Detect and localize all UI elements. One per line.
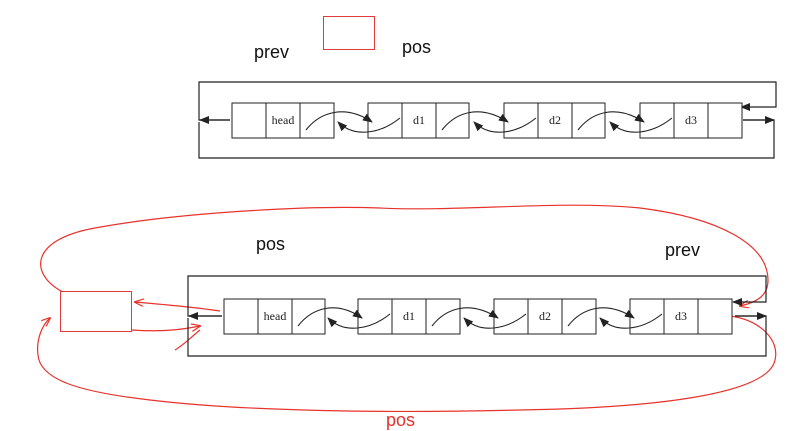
top-pos-label: pos [402, 37, 432, 57]
bottom-node-d3-label: d3 [675, 309, 687, 323]
bottom-red-loop-curve [40, 204, 769, 306]
bottom-new-node-box [60, 291, 132, 332]
bottom-red-arrow-head-to-new [135, 302, 221, 312]
top-node-head-label: head [272, 113, 295, 127]
bottom-node-d1-label: d1 [403, 309, 415, 323]
top-node-d1-label: d1 [413, 113, 425, 127]
top-new-node-box [323, 16, 375, 50]
bottom-red-arrow-new-to-head [131, 326, 200, 331]
bottom-node-d3 [629, 298, 733, 335]
bottom-pos-label: pos [256, 234, 286, 254]
bottom-node-head-label: head [264, 309, 287, 323]
bottom-circular-frame [187, 275, 767, 357]
top-circular-frame [198, 81, 777, 159]
bottom-red-pos-label: pos [386, 410, 416, 430]
top-node-d3 [639, 102, 743, 139]
bottom-prev-label: prev [665, 240, 701, 260]
bottom-node-d1 [357, 298, 461, 335]
top-node-head [231, 102, 335, 139]
bottom-link-arrows [297, 307, 663, 329]
bottom-node-d2 [493, 298, 597, 335]
bottom-red-return-curve [37, 315, 777, 413]
top-node-d3-label: d3 [685, 113, 697, 127]
top-node-d2-label: d2 [549, 113, 561, 127]
bottom-node-d2-label: d2 [539, 309, 551, 323]
top-link-arrows [305, 111, 673, 133]
top-prev-label: prev [254, 42, 290, 62]
